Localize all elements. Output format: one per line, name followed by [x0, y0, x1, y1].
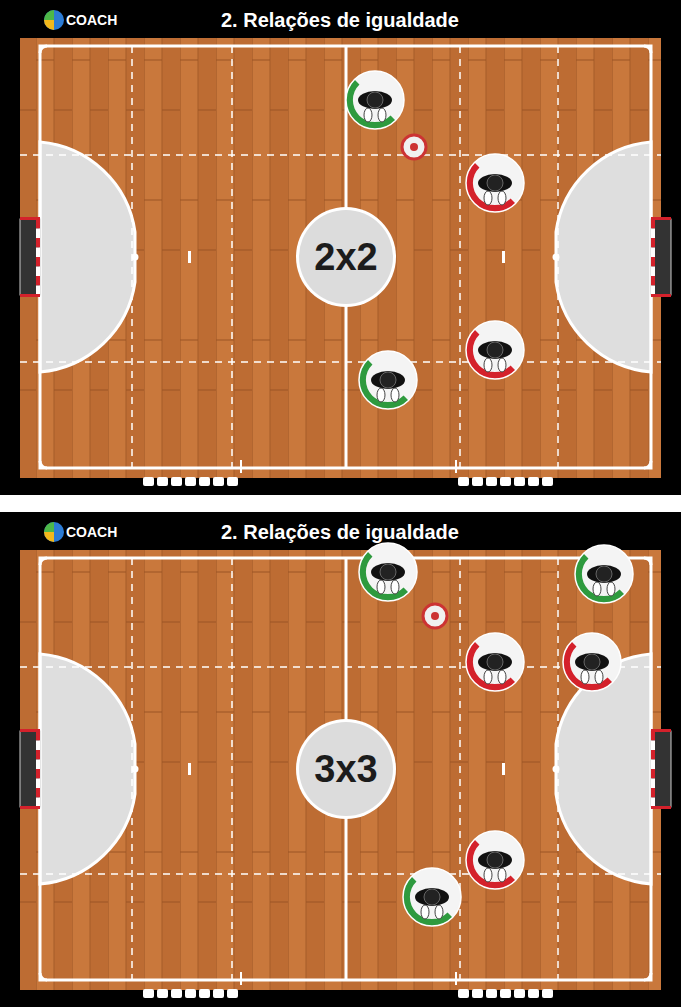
player-token	[466, 321, 524, 379]
court-lines	[40, 558, 651, 980]
ball	[402, 135, 426, 159]
panel-title: 2. Relações de igualdade	[221, 521, 459, 544]
player-token	[346, 71, 404, 129]
player-token	[563, 633, 621, 691]
center-circle: 3x3	[299, 722, 393, 816]
player-token	[359, 351, 417, 409]
center-circle: 2x2	[299, 210, 393, 304]
player-token	[466, 831, 524, 889]
ball	[423, 604, 447, 628]
panel-title: 2. Relações de igualdade	[221, 9, 459, 32]
logo-icon	[44, 10, 64, 30]
dashed-lines	[20, 558, 661, 980]
player-token	[403, 868, 461, 926]
center-label: 3x3	[314, 748, 377, 791]
player-token	[466, 633, 524, 691]
goal	[651, 729, 671, 809]
goal	[20, 217, 40, 297]
center-label: 2x2	[314, 236, 377, 279]
player-token	[466, 154, 524, 212]
logo-icon	[44, 522, 64, 542]
court-lines	[40, 46, 651, 468]
logo-text: COACH	[66, 524, 117, 540]
bench-seats	[143, 460, 553, 486]
bench-seats	[143, 972, 553, 998]
goal	[20, 729, 40, 809]
player-token	[359, 543, 417, 601]
logo-text: COACH	[66, 12, 117, 28]
dashed-lines	[20, 46, 661, 468]
player-token	[575, 545, 633, 603]
goal	[651, 217, 671, 297]
